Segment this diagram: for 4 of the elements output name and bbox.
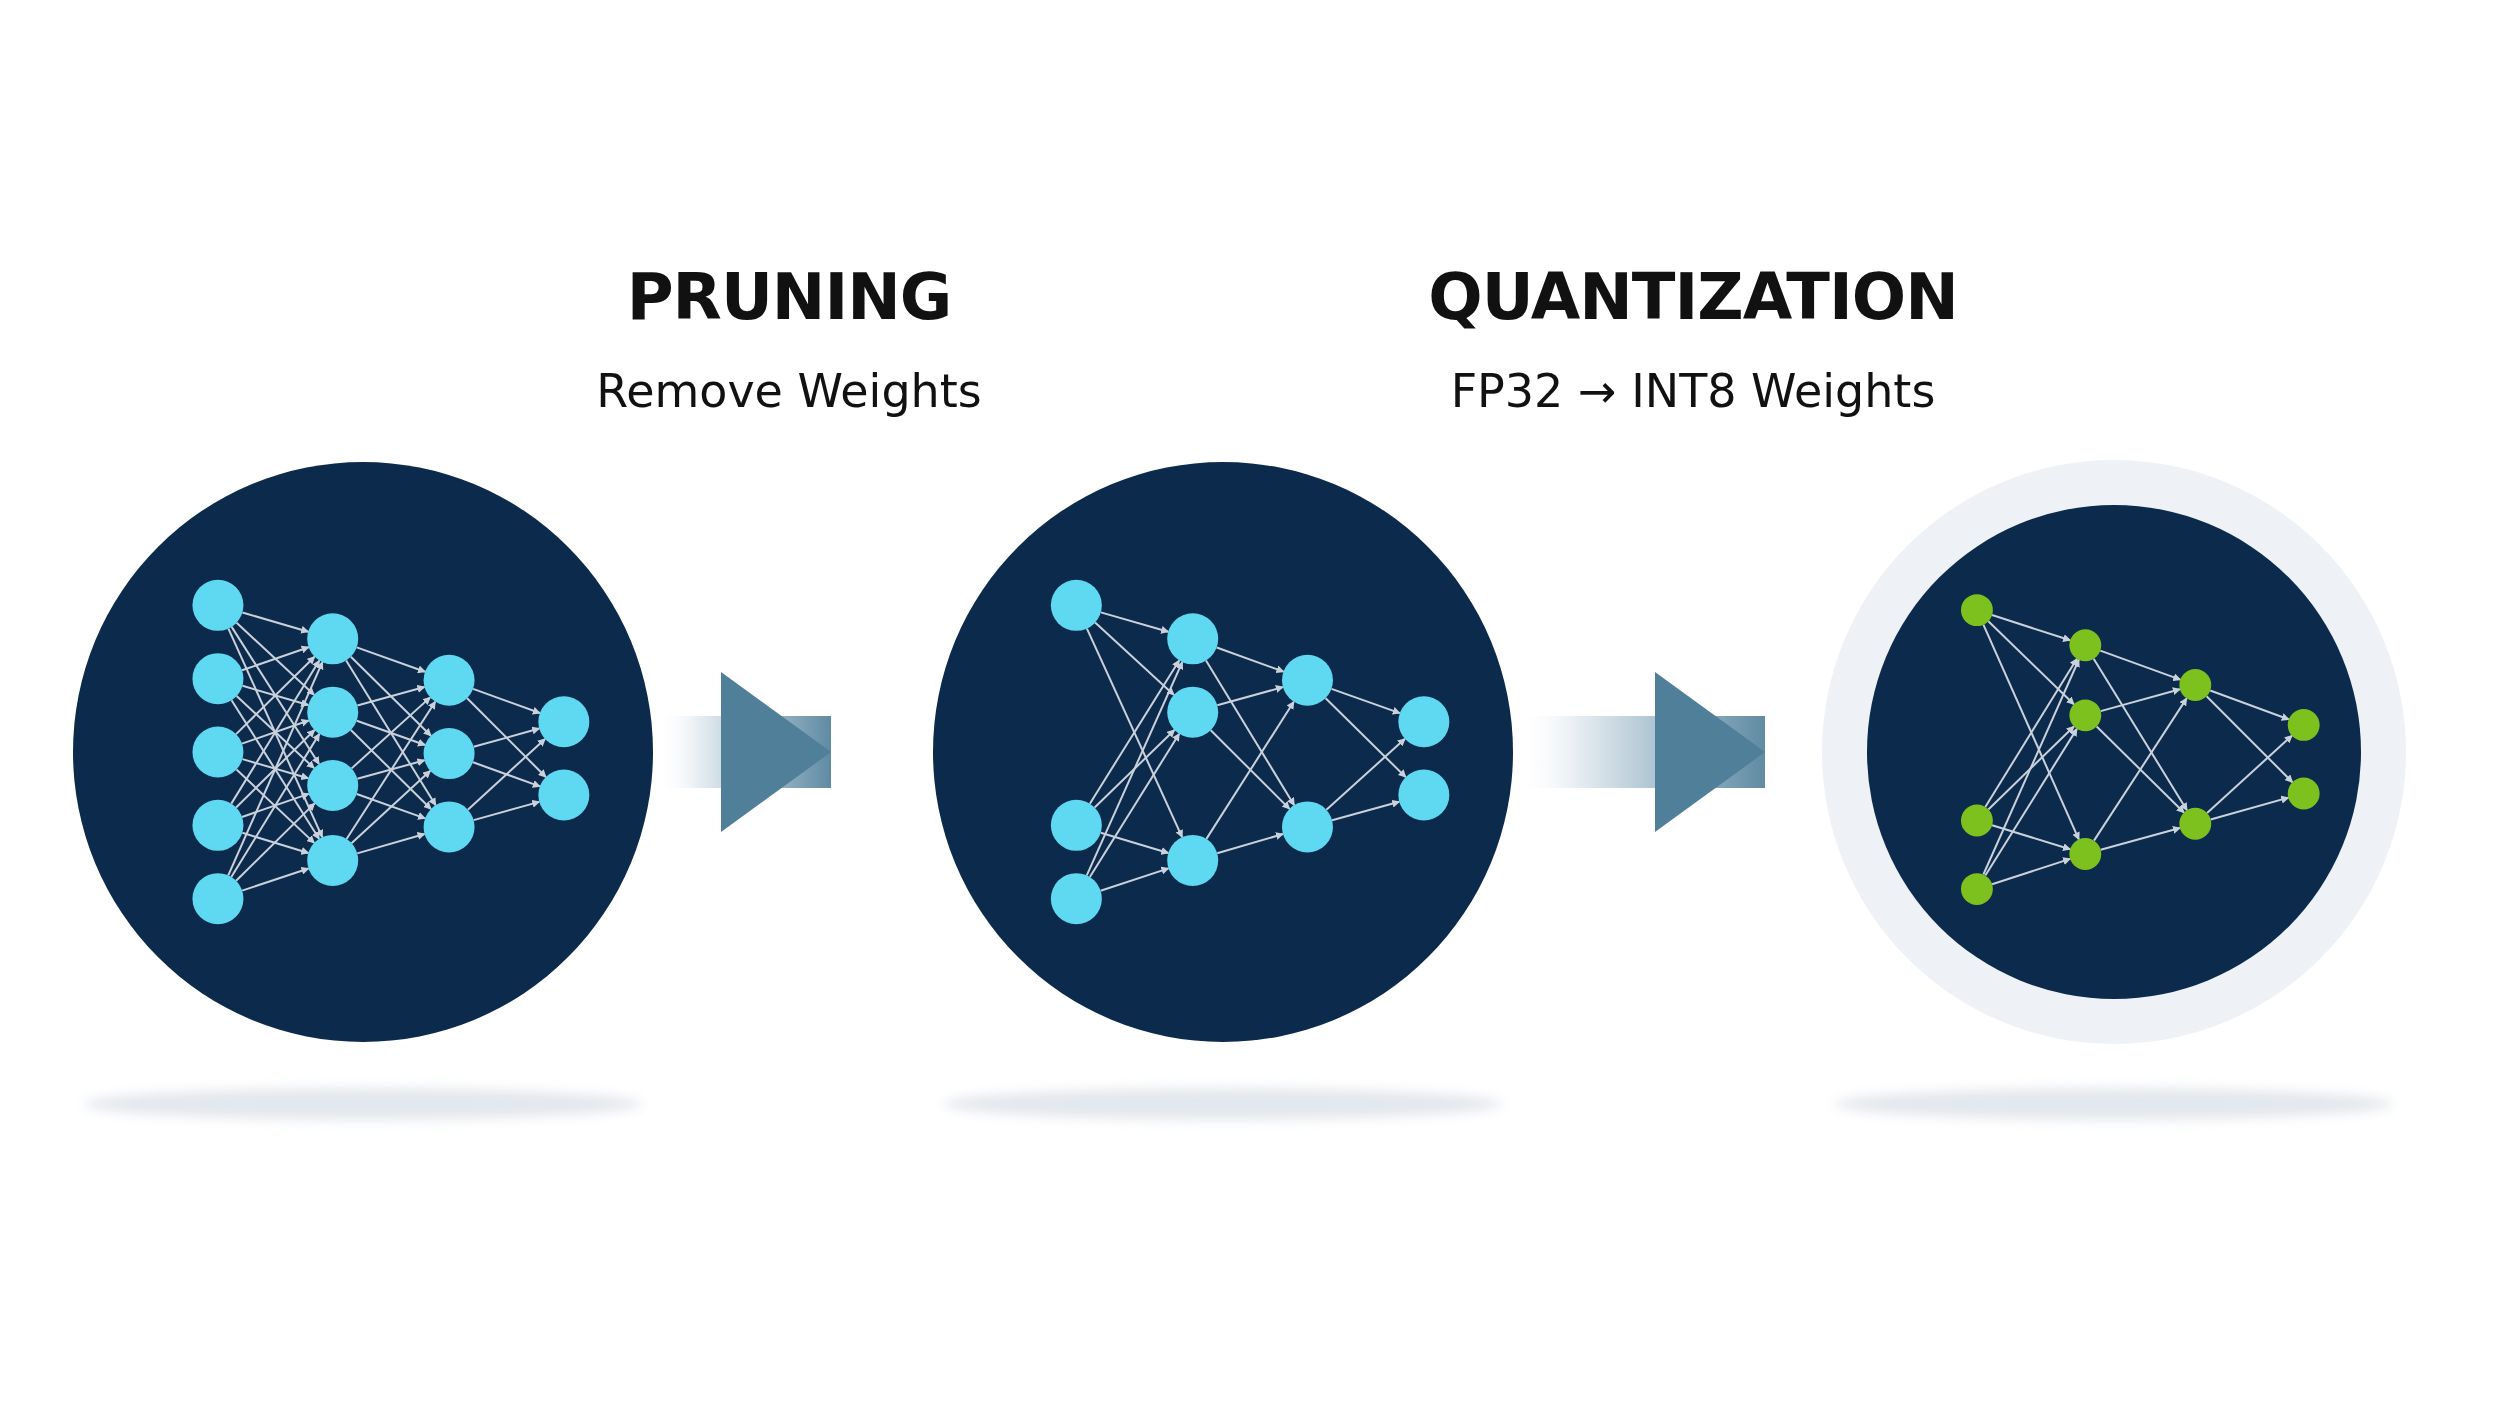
section-heading: QUANTIZATION (1428, 262, 1958, 333)
subtitle: FP32 → INT8 Weights (1450, 366, 1936, 417)
subtitle: Remove Weights (596, 366, 982, 417)
section-heading: PRUNING (626, 262, 952, 333)
